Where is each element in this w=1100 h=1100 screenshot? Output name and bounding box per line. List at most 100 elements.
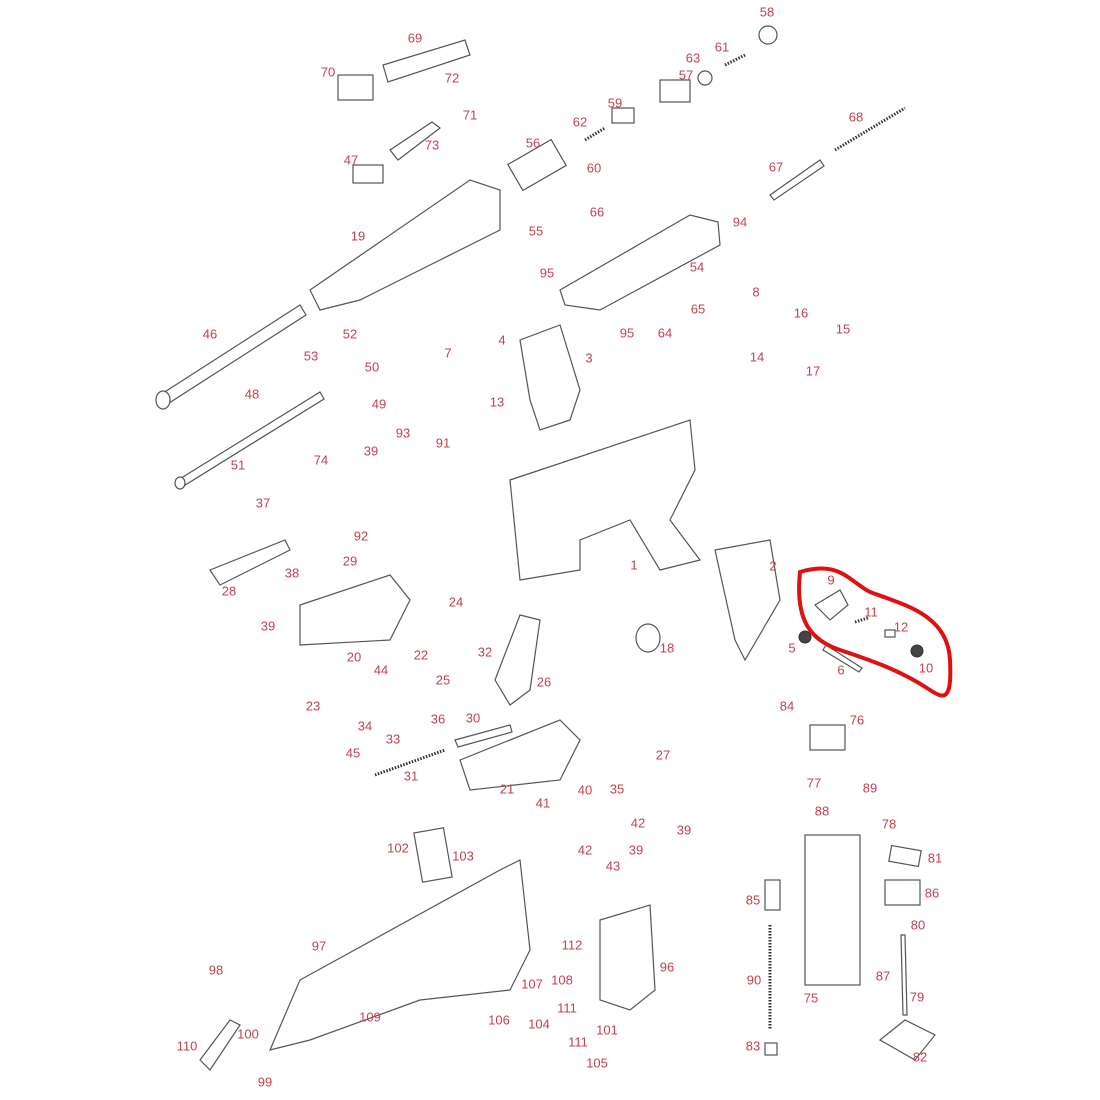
part-label-47: 47: [343, 152, 359, 168]
part-label-12: 12: [893, 619, 909, 635]
part-label-11: 11: [864, 604, 878, 620]
part-label-48: 48: [244, 386, 260, 402]
part-label-81: 81: [927, 850, 943, 866]
part-label-103: 103: [452, 848, 474, 864]
housing-21: [459, 719, 581, 791]
part-label-76: 76: [849, 712, 865, 728]
part-label-60: 60: [586, 160, 602, 176]
part-label-49: 49: [371, 396, 387, 412]
outer-barrel-46: [155, 304, 307, 410]
part-label-108: 108: [551, 972, 573, 988]
pin-79: [900, 934, 908, 1016]
part-label-97: 97: [311, 938, 327, 954]
part-label-22: 22: [413, 647, 429, 663]
part-label-27: 27: [655, 747, 671, 763]
base-82: [878, 1019, 936, 1061]
part-label-8: 8: [752, 284, 760, 300]
part-label-52: 52: [342, 326, 358, 342]
part-label-86: 86: [924, 885, 940, 901]
part-label-111: 111: [557, 1000, 577, 1016]
grip-panel-2: [714, 539, 781, 662]
part-label-58: 58: [759, 4, 775, 20]
part-9: [814, 589, 849, 621]
spring-68: [834, 106, 906, 152]
part-label-17: 17: [805, 363, 821, 379]
part-label-98: 98: [208, 962, 224, 978]
part-label-59: 59: [607, 95, 623, 111]
part-label-25: 25: [435, 672, 451, 688]
part-label-39: 39: [628, 842, 644, 858]
part-label-84: 84: [779, 698, 795, 714]
part-label-74: 74: [313, 452, 329, 468]
part-label-57: 57: [678, 67, 694, 83]
part-label-91: 91: [435, 435, 451, 451]
stock-109: [268, 859, 531, 1051]
magazine-75: [804, 834, 861, 986]
part-label-111: 111: [568, 1034, 588, 1050]
part-label-71: 71: [462, 107, 478, 123]
part-label-85: 85: [745, 892, 761, 908]
plate-103: [413, 827, 453, 883]
part-label-1: 1: [630, 557, 638, 573]
part-label-82: 82: [912, 1049, 928, 1065]
part-label-75: 75: [803, 990, 819, 1006]
part-label-43: 43: [605, 858, 621, 874]
part-3: [519, 324, 581, 431]
spring-62: [584, 126, 606, 142]
part-label-83: 83: [745, 1038, 761, 1054]
part-label-5: 5: [788, 640, 796, 656]
part-83: [764, 1042, 778, 1056]
part-label-50: 50: [364, 359, 380, 375]
part-label-79: 79: [909, 989, 925, 1005]
part-label-53: 53: [303, 348, 319, 364]
part-label-65: 65: [690, 301, 706, 317]
part-label-29: 29: [342, 553, 358, 569]
part-73: [389, 121, 441, 161]
part-label-36: 36: [430, 711, 446, 727]
part-label-30: 30: [465, 710, 481, 726]
lever-28: [209, 539, 291, 586]
part-label-35: 35: [609, 781, 625, 797]
oring-63: [697, 70, 713, 86]
receiver-19: [309, 179, 501, 311]
part-label-68: 68: [848, 109, 864, 125]
part-59: [611, 107, 635, 124]
part-label-100: 100: [237, 1026, 259, 1042]
part-label-7: 7: [444, 345, 452, 361]
part-label-26: 26: [536, 674, 552, 690]
part-label-99: 99: [257, 1074, 273, 1090]
part-label-14: 14: [749, 349, 765, 365]
part-label-19: 19: [350, 228, 366, 244]
part-label-18: 18: [659, 640, 675, 656]
part-label-63: 63: [685, 50, 701, 66]
part-label-34: 34: [357, 718, 373, 734]
part-label-39: 39: [363, 443, 379, 459]
part-label-90: 90: [746, 972, 762, 988]
part-70: [337, 74, 374, 101]
part-label-41: 41: [535, 795, 551, 811]
part-label-78: 78: [881, 816, 897, 832]
part-label-21: 21: [499, 781, 515, 797]
part-label-9: 9: [827, 572, 835, 588]
part-12: [884, 629, 896, 638]
part-label-6: 6: [837, 662, 845, 678]
part-label-20: 20: [346, 649, 362, 665]
inner-barrel-51: [174, 391, 325, 490]
part-10: [910, 644, 924, 658]
part-label-40: 40: [577, 782, 593, 798]
part-label-77: 77: [806, 775, 822, 791]
part-57: [659, 79, 691, 103]
part-label-13: 13: [489, 394, 505, 410]
part-label-39: 39: [676, 822, 692, 838]
part-76: [809, 724, 846, 751]
part-label-45: 45: [345, 745, 361, 761]
rail-69: [382, 39, 471, 83]
part-label-88: 88: [814, 803, 830, 819]
part-label-70: 70: [320, 64, 336, 80]
part-label-31: 31: [403, 768, 419, 784]
part-label-112: 112: [561, 937, 583, 953]
part-label-55: 55: [528, 223, 544, 239]
housing-20: [299, 574, 411, 646]
highlight-outline: [797, 566, 953, 698]
part-label-15: 15: [835, 321, 851, 337]
